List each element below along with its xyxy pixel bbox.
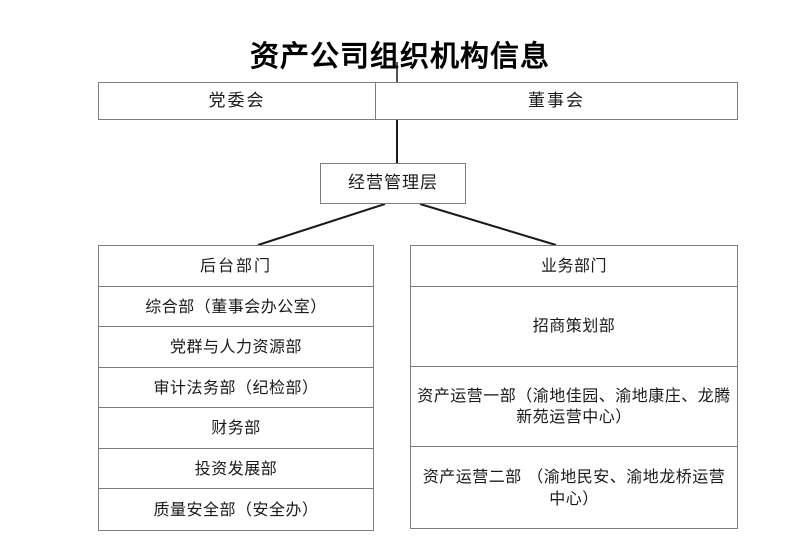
business-dept-0[interactable]: 招商策划部 — [411, 287, 737, 367]
page-title: 资产公司组织机构信息 — [249, 39, 550, 73]
back-office-dept-4[interactable]: 投资发展部 — [99, 449, 373, 490]
node-management-layer[interactable]: 经营管理层 — [320, 163, 466, 204]
back-office-dept-2[interactable]: 审计法务部（纪检部） — [99, 368, 373, 409]
back-office-dept-3[interactable]: 财务部 — [99, 408, 373, 449]
connector-management-to-backoffice — [257, 203, 386, 246]
business-dept-2[interactable]: 资产运营二部 （渝地民安、渝地龙桥运营中心） — [422, 467, 726, 508]
back-office-dept-1[interactable]: 党群与人力资源部 — [99, 327, 373, 368]
back-office-dept-0[interactable]: 综合部（董事会办公室） — [99, 287, 373, 328]
business-dept-1[interactable]: 资产运营一部（渝地佳园、渝地康庄、龙腾新苑运营中心） — [411, 367, 737, 448]
connector-management-to-business — [419, 203, 557, 246]
node-board-of-directors[interactable]: 董事会 — [528, 90, 585, 111]
top-level-row: 党委会 董事会 — [98, 82, 738, 120]
business-column: 业务部门 招商策划部 资产运营一部（渝地佳园、渝地康庄、龙腾新苑运营中心） 资产… — [410, 245, 738, 529]
business-header: 业务部门 — [411, 246, 737, 287]
back-office-header: 后台部门 — [99, 246, 373, 287]
back-office-column: 后台部门 综合部（董事会办公室） 党群与人力资源部 审计法务部（纪检部） 财务部… — [98, 245, 374, 531]
node-party-committee[interactable]: 党委会 — [99, 83, 376, 119]
back-office-dept-5[interactable]: 质量安全部（安全办） — [153, 499, 319, 519]
